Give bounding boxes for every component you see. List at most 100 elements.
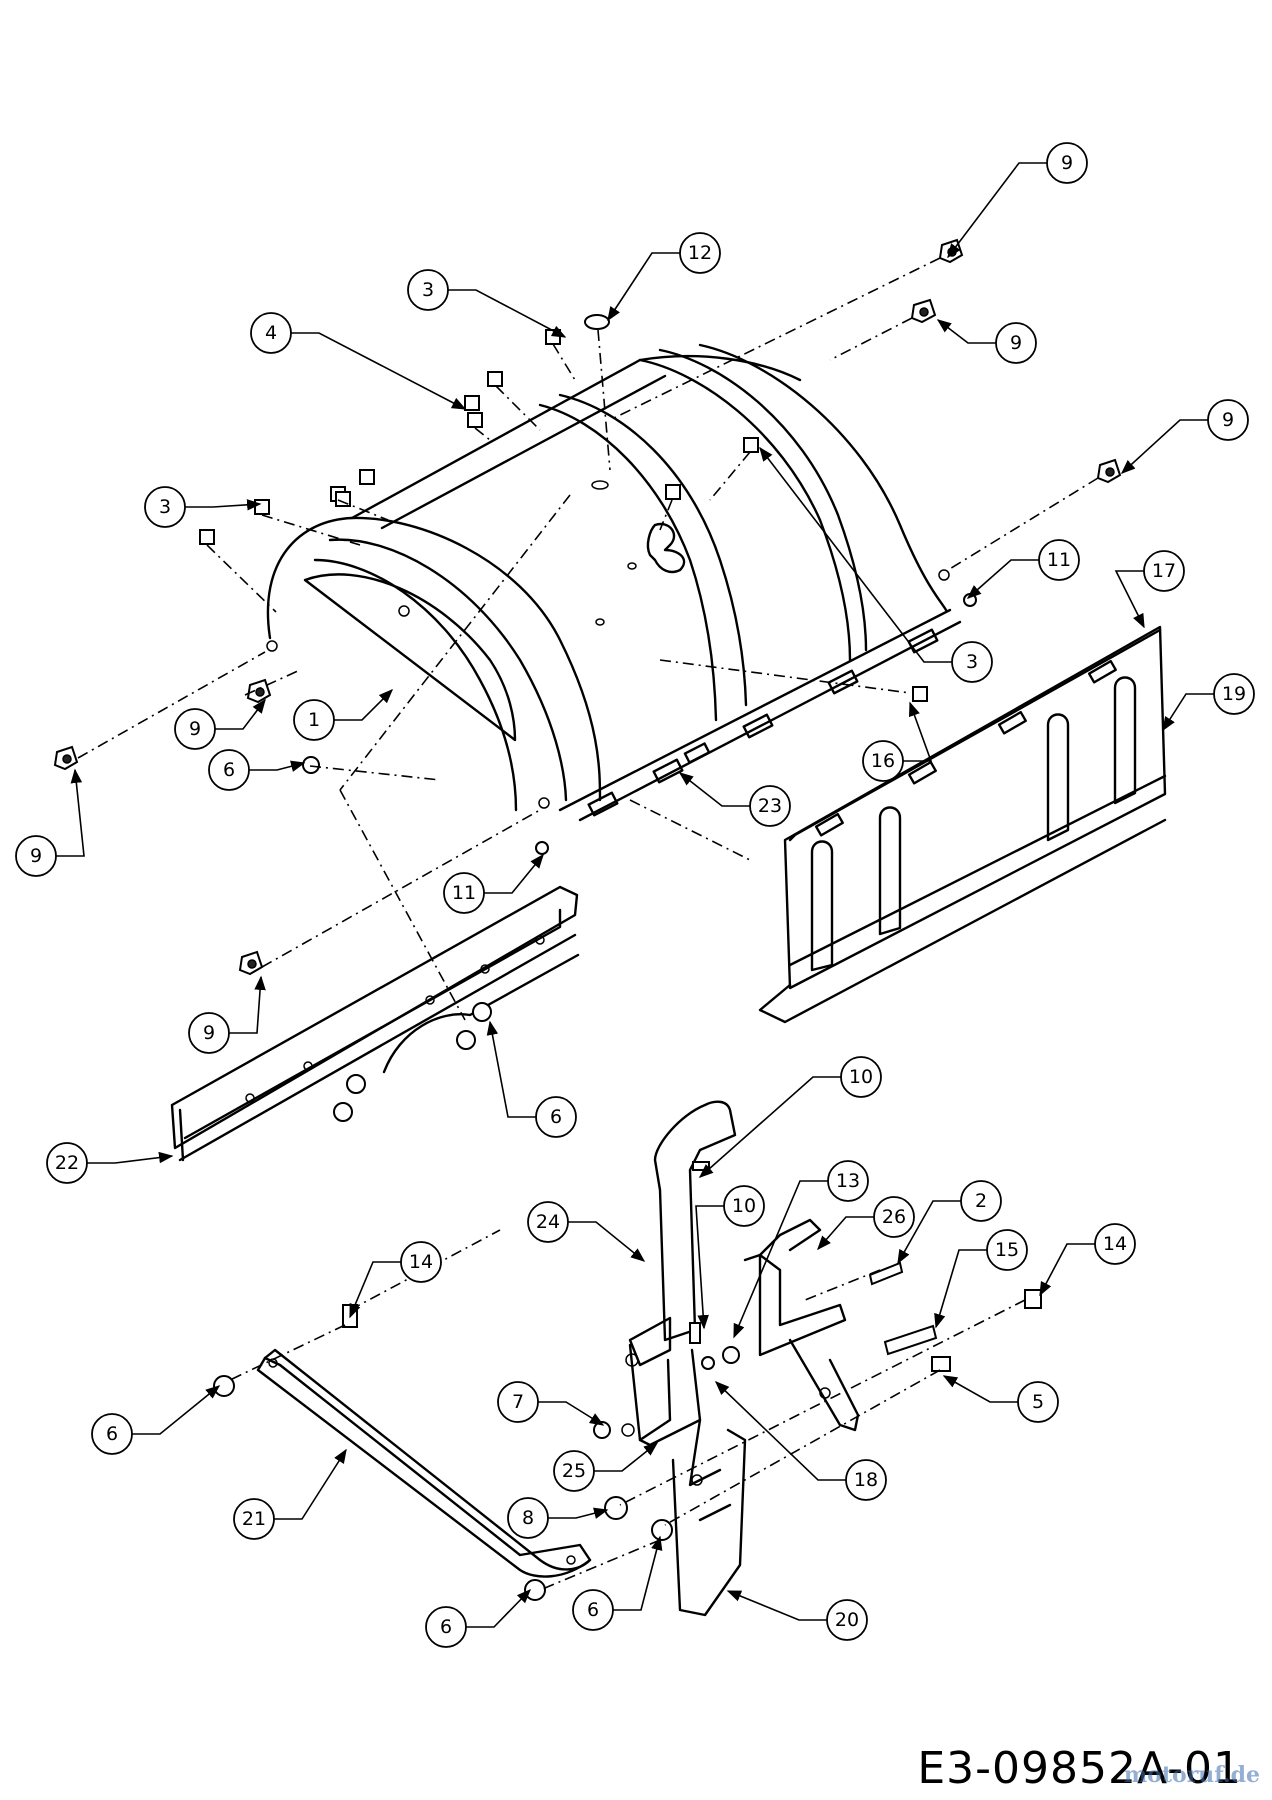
callout-number: 15 — [995, 1239, 1019, 1261]
callout-1: 1 — [293, 688, 394, 741]
callout-3: 3 — [759, 446, 993, 683]
callout-leader — [942, 1375, 1018, 1403]
callout-leader — [291, 332, 467, 410]
callout-10: 10 — [698, 1056, 882, 1178]
callout-bubble — [233, 1498, 275, 1540]
callout-leader — [56, 768, 85, 857]
callout-number: 3 — [159, 496, 171, 518]
callout-leader — [215, 698, 266, 730]
callout-bubble — [1213, 673, 1255, 715]
callout-number: 21 — [242, 1508, 266, 1530]
side-rail — [170, 885, 580, 1162]
callout-bubble — [15, 835, 57, 877]
callout-3: 3 — [407, 269, 567, 338]
fasteners — [53, 238, 1122, 1601]
callout-leader — [607, 252, 680, 322]
callout-number: 16 — [871, 750, 895, 772]
callout-number: 24 — [536, 1211, 560, 1233]
callout-leader — [274, 1448, 347, 1520]
callout-bubble — [986, 1229, 1028, 1271]
callout-number: 11 — [452, 882, 476, 904]
callout-bubble — [873, 1196, 915, 1238]
callout-bubble — [1038, 539, 1080, 581]
callout-leader — [903, 701, 933, 762]
callout-9: 9 — [947, 142, 1088, 259]
callout-bubble — [845, 1459, 887, 1501]
callout-leader — [568, 1221, 646, 1262]
callout-bubble — [1094, 1223, 1136, 1265]
callout-number: 7 — [512, 1391, 524, 1413]
callout-4: 4 — [250, 312, 467, 410]
callout-bubble — [425, 1606, 467, 1648]
callout-number: 17 — [1152, 560, 1176, 582]
callout-number: 18 — [854, 1469, 878, 1491]
callout-bubble — [174, 708, 216, 750]
callout-leader — [1039, 1243, 1095, 1297]
callout-bubble — [1143, 550, 1185, 592]
callout-number: 6 — [440, 1616, 452, 1638]
callout-bubble — [995, 322, 1037, 364]
assembly-lines — [77, 257, 1099, 1591]
callout-number: 2 — [975, 1190, 987, 1212]
callout-bubble — [507, 1497, 549, 1539]
callout-22: 22 — [46, 1142, 174, 1184]
callout-bubble — [250, 312, 292, 354]
callout-number: 10 — [849, 1066, 873, 1088]
callout-bubble — [840, 1056, 882, 1098]
callout-bubble — [144, 486, 186, 528]
callout-number: 9 — [1010, 332, 1022, 354]
callout-number: 26 — [882, 1206, 906, 1228]
callout-number: 14 — [1103, 1233, 1127, 1255]
callout-leader — [759, 446, 952, 663]
callout-number: 1 — [308, 709, 320, 731]
callout-number: 12 — [688, 242, 712, 264]
callout-bubble — [827, 1160, 869, 1202]
callout-number: 19 — [1222, 683, 1246, 705]
callout-leader — [466, 1588, 532, 1628]
callout-23: 23 — [678, 772, 791, 827]
callout-leader — [726, 1590, 827, 1621]
callout-14: 14 — [1039, 1223, 1136, 1297]
callout-bubble — [535, 1096, 577, 1138]
callout-leader — [538, 1401, 605, 1426]
callout-bubble — [293, 699, 335, 741]
callout-7: 7 — [497, 1381, 605, 1426]
callout-leader — [947, 162, 1047, 259]
callout-number: 5 — [1032, 1391, 1044, 1413]
callout-leader — [613, 1535, 663, 1611]
callout-9: 9 — [936, 319, 1037, 364]
callout-bubble — [862, 740, 904, 782]
callout-bubble — [749, 785, 791, 827]
drawing-code: E3-09852A-01 — [917, 1743, 1242, 1794]
callout-leader — [185, 499, 262, 511]
callout-15: 15 — [934, 1229, 1028, 1329]
callout-6: 6 — [572, 1535, 663, 1631]
callout-8: 8 — [507, 1497, 609, 1539]
callout-number: 9 — [1222, 409, 1234, 431]
callout-bubble — [1207, 399, 1249, 441]
callout-bubble — [960, 1180, 1002, 1222]
callout-12: 12 — [607, 232, 721, 322]
callout-bubble — [1017, 1381, 1059, 1423]
callout-number: 6 — [223, 759, 235, 781]
callout-leader — [249, 760, 306, 772]
callout-bubble — [679, 232, 721, 274]
callout-number: 3 — [966, 651, 978, 673]
callout-bubble — [553, 1450, 595, 1492]
callout-bubble — [400, 1241, 442, 1283]
callout-number: 9 — [203, 1022, 215, 1044]
callout-24: 24 — [527, 1201, 646, 1262]
callout-6: 6 — [486, 1020, 577, 1138]
callout-number: 6 — [550, 1106, 562, 1128]
callout-number: 14 — [409, 1251, 433, 1273]
callout-leader — [594, 1442, 659, 1472]
callout-10: 10 — [695, 1185, 765, 1330]
callout-leader — [486, 1020, 536, 1118]
callout-bubble — [91, 1413, 133, 1455]
callout-bubble — [188, 1012, 230, 1054]
callout-leader — [678, 772, 750, 807]
callout-11: 11 — [966, 539, 1080, 599]
callout-bubble — [723, 1185, 765, 1227]
callout-14: 14 — [349, 1241, 442, 1319]
